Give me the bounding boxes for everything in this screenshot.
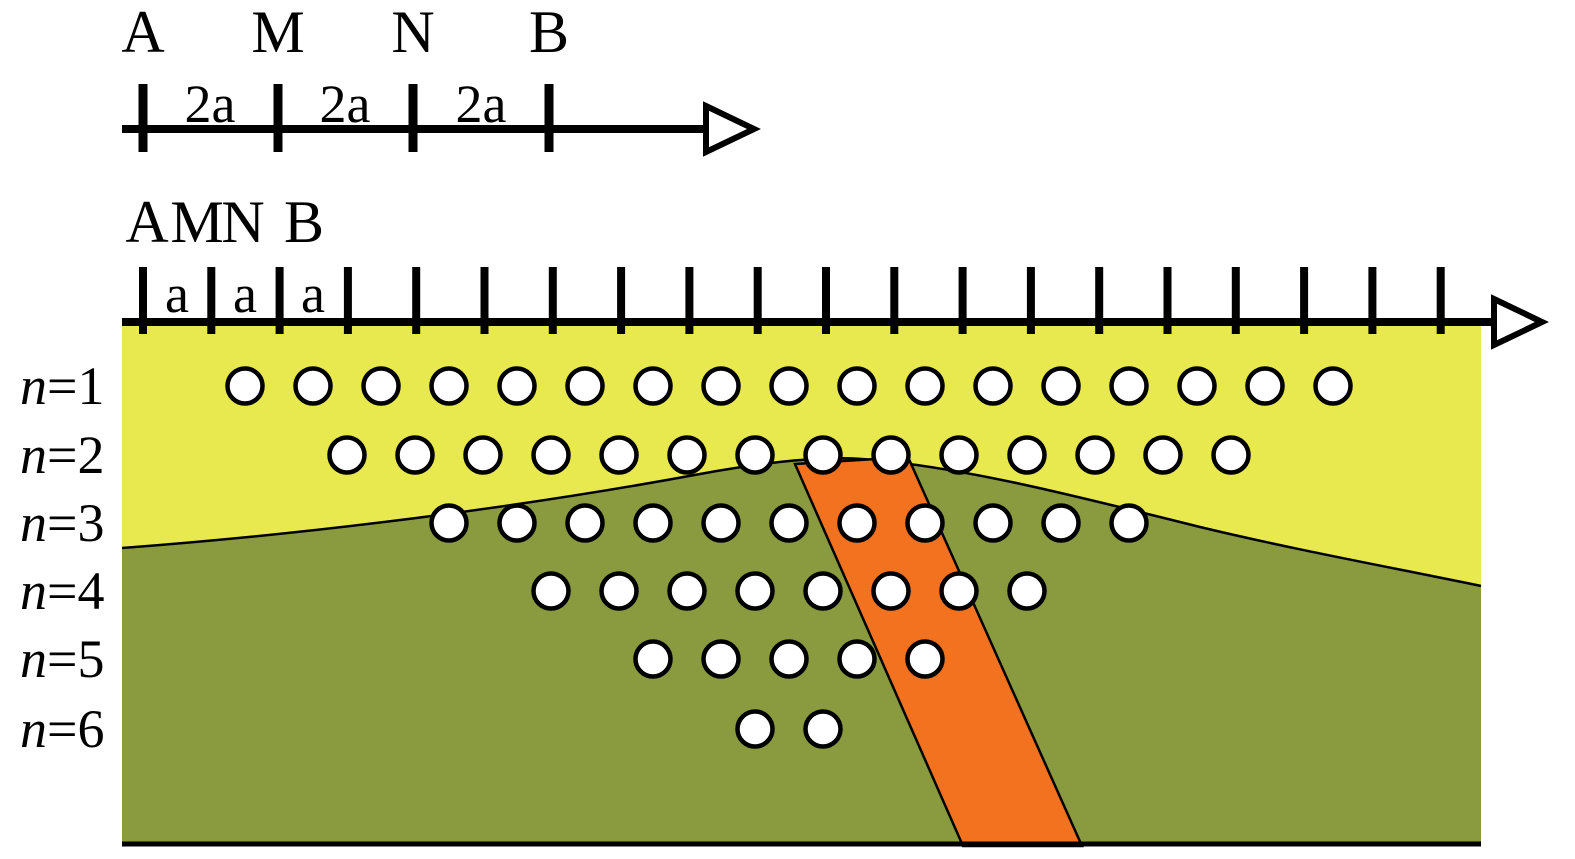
row-label: n=3 <box>20 493 104 553</box>
data-point <box>429 503 469 543</box>
data-point <box>973 503 1013 543</box>
survey-spacing-label: a <box>233 264 257 324</box>
data-point <box>1007 571 1047 611</box>
data-point <box>871 571 911 611</box>
data-point <box>735 435 775 475</box>
data-point <box>905 639 945 679</box>
data-point <box>225 366 265 406</box>
data-point <box>1211 435 1251 475</box>
data-point <box>735 571 775 611</box>
data-point <box>769 503 809 543</box>
data-point <box>803 435 843 475</box>
data-point <box>803 709 843 749</box>
survey-spacing-label: a <box>165 264 189 324</box>
data-point <box>1075 435 1115 475</box>
top-spacing-label: 2a <box>320 74 371 134</box>
survey-electrode-label: N <box>221 189 264 255</box>
data-point <box>939 571 979 611</box>
data-point <box>531 571 571 611</box>
survey-arrow <box>1491 294 1549 350</box>
data-point <box>429 366 469 406</box>
data-point <box>565 503 605 543</box>
top-ruler-arrow <box>703 101 761 157</box>
data-point <box>1041 503 1081 543</box>
data-point <box>1109 503 1149 543</box>
data-point <box>667 571 707 611</box>
data-point <box>633 503 673 543</box>
data-point <box>1245 366 1285 406</box>
data-point <box>1109 366 1149 406</box>
row-label: n=6 <box>20 699 104 759</box>
data-point <box>1143 435 1183 475</box>
data-point <box>769 366 809 406</box>
top-electrode-label: N <box>391 0 434 65</box>
data-point <box>463 435 503 475</box>
data-point <box>939 435 979 475</box>
data-point <box>905 503 945 543</box>
survey-electrode-label: B <box>284 189 324 255</box>
top-electrode-label: M <box>251 0 304 65</box>
data-point <box>327 435 367 475</box>
data-point <box>497 366 537 406</box>
data-point <box>905 366 945 406</box>
row-label: n=1 <box>20 356 104 416</box>
data-point <box>395 435 435 475</box>
row-label: n=2 <box>20 425 104 485</box>
data-point <box>837 366 877 406</box>
data-point <box>633 366 673 406</box>
row-label: n=5 <box>20 629 104 689</box>
data-point <box>361 366 401 406</box>
top-spacing-label: 2a <box>456 74 507 134</box>
data-point <box>871 435 911 475</box>
data-point <box>973 366 1013 406</box>
data-point <box>803 571 843 611</box>
data-point <box>1007 435 1047 475</box>
data-point <box>837 503 877 543</box>
survey-electrode-label: A <box>125 189 168 255</box>
survey-spacing-label: a <box>301 264 325 324</box>
top-spacing-label: 2a <box>185 74 236 134</box>
survey-electrode-label: M <box>170 189 223 255</box>
data-point <box>667 435 707 475</box>
data-point <box>565 366 605 406</box>
data-point <box>293 366 333 406</box>
data-point <box>769 639 809 679</box>
data-point <box>735 709 775 749</box>
data-point <box>599 435 639 475</box>
data-point <box>1041 366 1081 406</box>
data-point <box>701 639 741 679</box>
data-point <box>633 639 673 679</box>
data-point <box>701 366 741 406</box>
data-point <box>497 503 537 543</box>
data-point <box>837 639 877 679</box>
top-electrode-label: A <box>121 0 164 65</box>
data-point <box>599 571 639 611</box>
data-point <box>1177 366 1217 406</box>
row-label: n=4 <box>20 561 104 621</box>
data-point <box>531 435 571 475</box>
data-point <box>1313 366 1353 406</box>
top-electrode-label: B <box>529 0 569 65</box>
data-point <box>701 503 741 543</box>
